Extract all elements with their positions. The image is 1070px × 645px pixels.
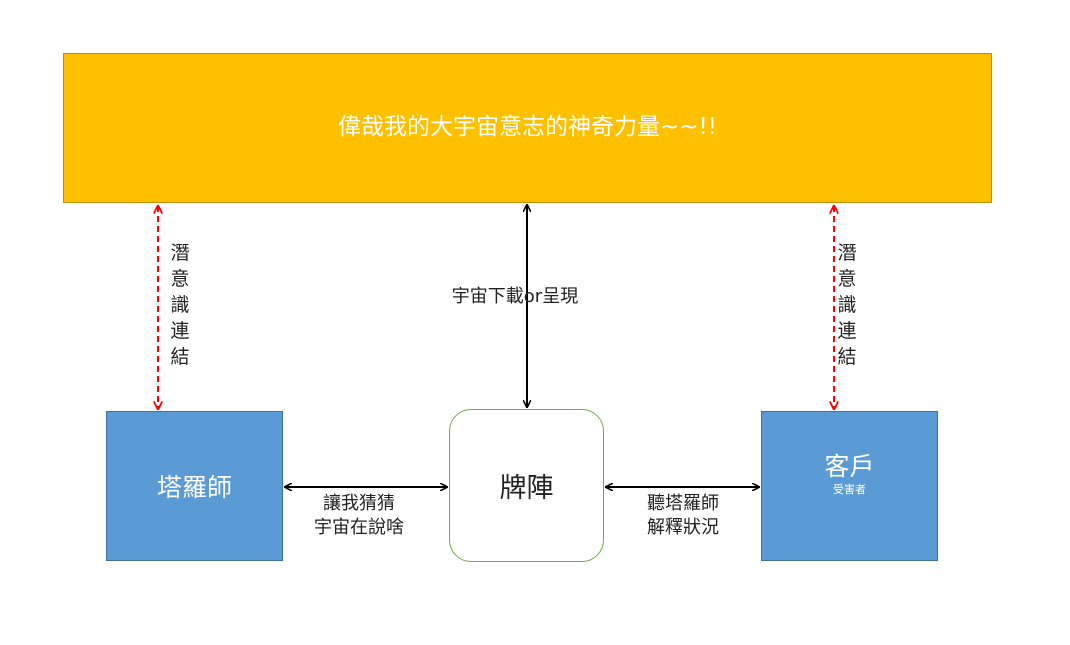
card-spread-box: 牌陣 xyxy=(449,409,604,562)
left-horizontal-label: 讓我猜猜 宇宙在說啥 xyxy=(296,492,422,540)
client-label: 客戶 xyxy=(824,452,875,481)
right-connection-label: 潛意識連結 xyxy=(837,242,857,368)
left-connection-label: 潛意識連結 xyxy=(170,242,190,368)
universe-box: 偉哉我的大宇宙意志的神奇力量~~!! xyxy=(63,53,992,203)
card-spread-label: 牌陣 xyxy=(499,473,554,504)
center-connection-label: 宇宙下載or呈現 xyxy=(451,286,579,307)
right-horizontal-label: 聽塔羅師 解釋狀況 xyxy=(620,492,746,540)
client-box: 客戶 受害者 xyxy=(761,411,938,561)
left-horizontal-label-line1: 讓我猜猜 xyxy=(323,493,395,514)
left-horizontal-label-line2: 宇宙在說啥 xyxy=(314,517,404,538)
tarot-reader-label: 塔羅師 xyxy=(156,473,232,502)
client-sub-label: 受害者 xyxy=(833,483,866,496)
right-horizontal-label-line1: 聽塔羅師 xyxy=(647,493,719,514)
universe-box-label: 偉哉我的大宇宙意志的神奇力量~~!! xyxy=(338,114,717,140)
tarot-reader-box: 塔羅師 xyxy=(106,411,283,561)
right-horizontal-label-line2: 解釋狀況 xyxy=(647,517,719,538)
